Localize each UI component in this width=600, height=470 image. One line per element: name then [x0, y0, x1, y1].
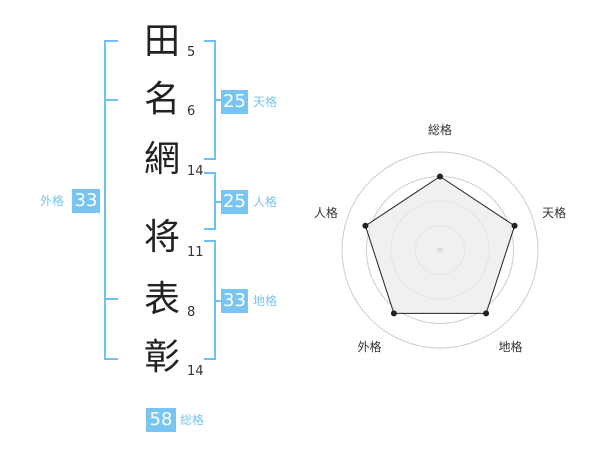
- stroke-count: 6: [187, 104, 196, 119]
- name-char: 田: [143, 21, 180, 62]
- tenkaku-label: 天格: [253, 95, 278, 109]
- radar-point: [390, 310, 397, 317]
- name-char: 将: [143, 217, 180, 258]
- stroke-count: 8: [187, 305, 196, 320]
- chikaku-label: 地格: [253, 294, 278, 308]
- radar-ring: [341, 151, 539, 349]
- bracket-tick: [204, 158, 216, 160]
- gaikaku-bracket: [104, 40, 106, 360]
- chikaku-value: 33: [221, 289, 248, 313]
- jinkaku-value: 25: [221, 190, 248, 214]
- radar-point: [511, 222, 518, 229]
- radar-point: [437, 173, 443, 180]
- bracket-tick: [104, 99, 118, 101]
- bracket-tick: [204, 358, 216, 360]
- gaikaku-label: 外格: [40, 194, 65, 208]
- stroke-count: 14: [187, 364, 204, 379]
- bracket-tick: [104, 40, 118, 42]
- bracket-connector: [214, 201, 222, 203]
- radar-axis-label: 天格: [542, 205, 566, 220]
- bracket-tick: [204, 40, 216, 42]
- jinkaku-label: 人格: [253, 195, 278, 209]
- stroke-count: 5: [187, 45, 196, 60]
- radar-axis-label: 地格: [499, 339, 523, 354]
- stroke-count: 11: [187, 245, 204, 260]
- radar-point: [362, 222, 369, 229]
- tenkaku-value: 25: [221, 90, 248, 114]
- bracket-tick: [104, 358, 118, 360]
- soukaku-label: 総格: [180, 413, 205, 427]
- stroke-count: 14: [187, 164, 204, 179]
- gaikaku-value: 33: [72, 189, 100, 213]
- radar-axis-label: 人格: [314, 205, 338, 220]
- bracket-tick: [104, 298, 118, 300]
- name-char: 表: [143, 279, 180, 320]
- radar-axis-label: 外格: [357, 339, 381, 354]
- radar-area: [364, 175, 516, 314]
- bracket-connector: [214, 300, 222, 302]
- soukaku-value: 58: [146, 408, 176, 432]
- radar-axis-label: 総格: [428, 122, 452, 137]
- name-char: 名: [143, 79, 180, 120]
- bracket-tick: [204, 240, 216, 242]
- name-char: 彰: [143, 337, 180, 378]
- bracket-tick: [204, 172, 216, 174]
- name-char: 網: [143, 139, 180, 180]
- bracket-connector: [214, 99, 222, 101]
- radar-point: [483, 310, 490, 317]
- bracket-tick: [204, 228, 216, 230]
